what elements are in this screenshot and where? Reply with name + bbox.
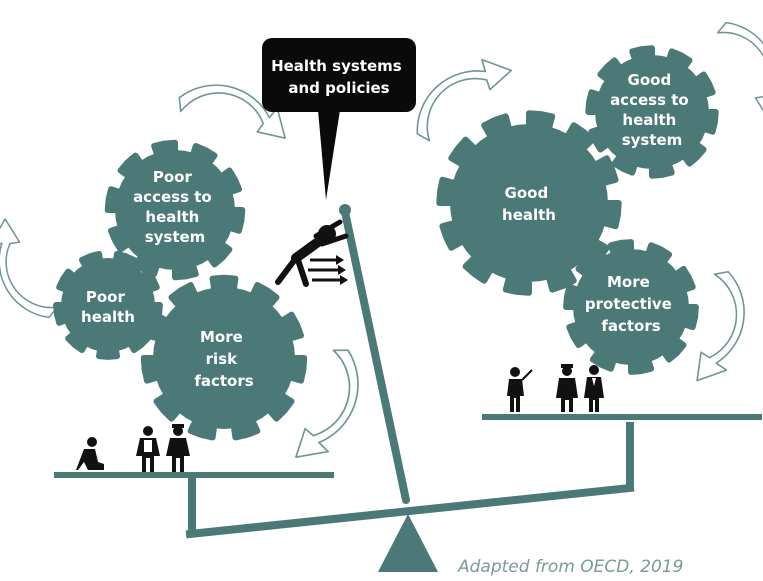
gear-label-good-access: Good access to health system (610, 71, 694, 149)
gear-label-protective-factors: More protective factors (585, 273, 677, 335)
lever-knob (339, 204, 351, 216)
fulcrum-triangle (378, 514, 438, 572)
person-cap-icon (556, 364, 578, 412)
curved-arrow-icon (714, 11, 763, 129)
person-apron-icon (136, 426, 160, 472)
gear-risk-factors-icon (140, 274, 308, 441)
gear-poor-access-icon (104, 139, 246, 281)
gear-label-poor-access: Poor access to health system (133, 168, 217, 246)
gears (53, 45, 719, 441)
lever-pole (341, 208, 410, 504)
person-suit-icon (584, 365, 604, 412)
gear-label-poor-health: Poor health (81, 288, 135, 326)
golfer-icon (507, 367, 533, 412)
right-pan (482, 414, 762, 420)
gear-label-risk-factors: More risk factors (194, 328, 253, 390)
curved-arrow-icon (0, 211, 61, 329)
left-pan (54, 472, 334, 478)
gear-protective-factors-icon (563, 239, 699, 375)
gear-poor-health-icon (53, 250, 163, 360)
seesaw-beam (185, 483, 635, 539)
person-hardhat-icon (166, 424, 190, 472)
gear-good-access-icon (585, 45, 719, 179)
pushing-person-icon (275, 219, 349, 287)
speech-bubble: Health systems and policies (262, 38, 416, 200)
seesaw (54, 204, 762, 572)
gear-good-health-icon (436, 110, 622, 296)
bubble-title: Health systems and policies (271, 57, 407, 97)
kneeling-person-icon (76, 437, 104, 470)
source-note: Adapted from OECD, 2019 (457, 557, 683, 577)
gear-label-good-health: Good health (502, 184, 556, 224)
